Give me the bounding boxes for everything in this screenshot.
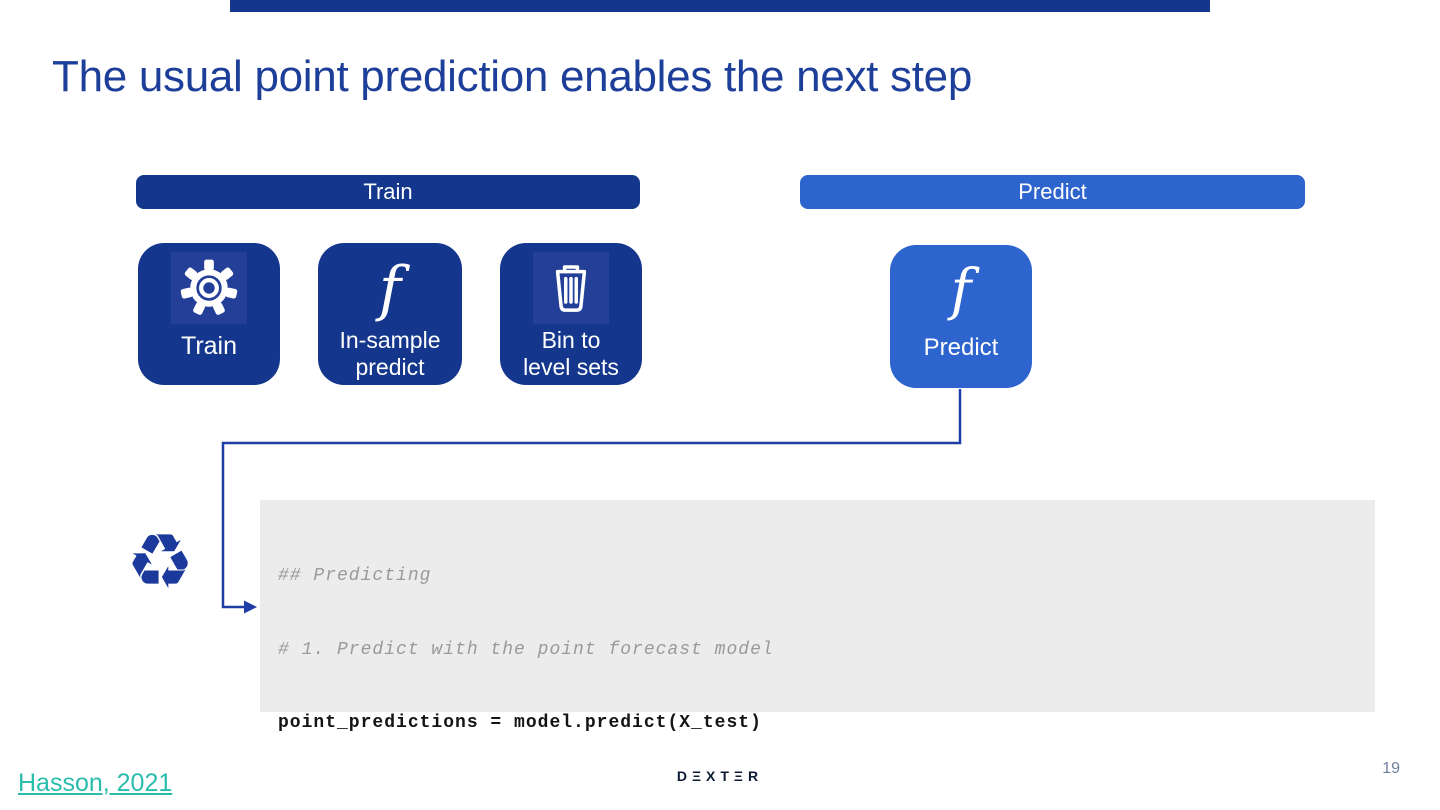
dexter-logo: DΞXTΞR bbox=[676, 768, 764, 784]
predict-phase-label: Predict bbox=[1018, 179, 1087, 204]
code-line: point_predictions = model.predict(X_test… bbox=[278, 713, 762, 733]
page-number: 19 bbox=[1382, 760, 1400, 777]
recycle-icon: ♻ bbox=[126, 517, 195, 606]
page-title: The usual point prediction enables the n… bbox=[52, 52, 972, 101]
step-label: Train bbox=[180, 332, 238, 360]
step-in-sample-predict: f In-sample predict bbox=[318, 243, 462, 385]
code-block: ## Predicting # 1. Predict with the poin… bbox=[260, 500, 1375, 733]
code-line: # 1. Predict with the point forecast mod… bbox=[278, 639, 774, 660]
top-accent-bar bbox=[230, 0, 1210, 12]
step-label: Bin to level sets bbox=[523, 327, 619, 380]
trash-icon bbox=[533, 252, 609, 324]
step-predict: f Predict bbox=[890, 245, 1032, 388]
step-train: Train bbox=[138, 243, 280, 385]
step-label: In-sample predict bbox=[339, 327, 441, 380]
train-phase-label: Train bbox=[363, 179, 413, 204]
step-label: Predict bbox=[923, 334, 999, 361]
step-bin-to-level-sets: Bin to level sets bbox=[500, 243, 642, 385]
gear-icon bbox=[171, 252, 247, 324]
code-line: ## Predicting bbox=[278, 566, 432, 586]
function-glyph: f bbox=[378, 254, 402, 324]
predict-phase-header: Predict bbox=[800, 175, 1305, 209]
citation-link[interactable]: Hasson, 2021 bbox=[18, 769, 173, 797]
function-icon: f bbox=[923, 254, 999, 326]
function-icon: f bbox=[352, 252, 428, 324]
train-phase-header: Train bbox=[136, 175, 640, 209]
function-glyph: f bbox=[950, 258, 972, 323]
